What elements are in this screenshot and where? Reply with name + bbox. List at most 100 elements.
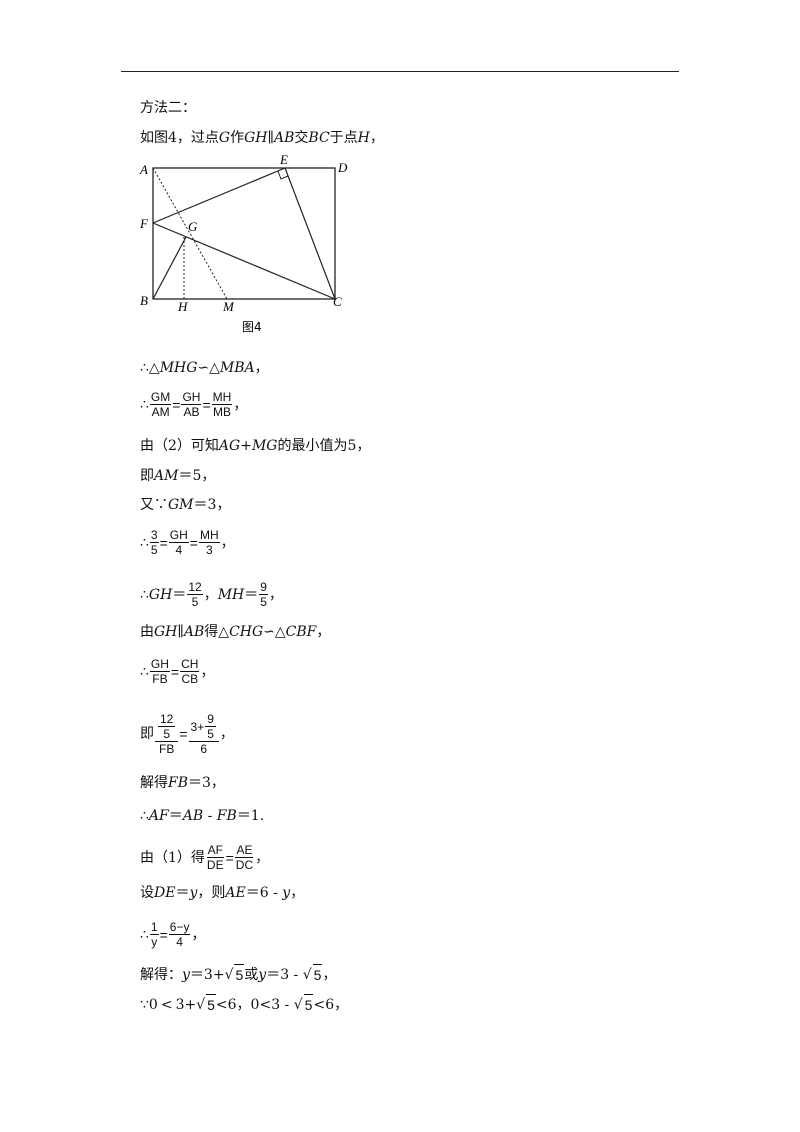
denominator: 4 (175, 543, 183, 557)
denominator: MB (212, 405, 231, 419)
variable: y (182, 966, 190, 983)
sqrt-symbol: √ (293, 996, 303, 1013)
expression: AG+MG (218, 438, 278, 454)
therefore: ∴ (140, 534, 149, 551)
text: ， (255, 849, 270, 866)
numerator: 12 (158, 712, 176, 727)
text: ∴△ (140, 360, 160, 376)
numerator: 9 (205, 712, 216, 727)
text: ∽△ (263, 624, 286, 640)
denominator: 4 (176, 935, 183, 949)
segment: FB (168, 775, 189, 791)
text: ， (316, 624, 331, 640)
text: <6， (313, 996, 349, 1013)
equals: ＝ (172, 586, 187, 603)
radicand: 5 (303, 994, 314, 1015)
text: ， (290, 885, 305, 901)
equals: = (172, 396, 181, 413)
radicand: 5 (206, 994, 216, 1015)
segment: GH (148, 586, 173, 603)
point-h: H (357, 130, 370, 146)
denominator: 5 (207, 727, 214, 741)
gm-line: 又∵GM＝3， (140, 495, 230, 515)
text: 设 (140, 885, 154, 901)
text: ＝3， (193, 497, 231, 513)
numerator: 6−y (168, 920, 191, 935)
segment-fc (152, 222, 336, 300)
equals: = (159, 534, 168, 551)
segment: AF (148, 808, 169, 824)
denominator: 5 (191, 595, 199, 609)
numerator: AF (206, 843, 224, 858)
denominator: FB (152, 672, 168, 686)
label-g: G (188, 219, 198, 234)
segment: FB (216, 808, 237, 824)
af-line: ∴AF＝AB - FB＝1. (140, 806, 264, 826)
segment: AE (225, 885, 246, 901)
label-d: D (337, 160, 348, 175)
triangle: MHG (159, 360, 198, 376)
text: ， (322, 966, 337, 983)
sqrt-symbol: √ (196, 996, 206, 1013)
label-b: B (140, 293, 148, 308)
text: 由（2）可知 (140, 438, 219, 454)
equals: = (179, 726, 188, 742)
segment-ab: AB (273, 130, 295, 146)
text: 或 (244, 966, 259, 983)
equals: = (159, 926, 168, 943)
header-rule (121, 71, 679, 72)
point-g: G (218, 130, 231, 146)
segment: AB (183, 624, 205, 640)
segment-bg (152, 236, 187, 300)
rectangle-abcd (152, 167, 336, 300)
label-h: H (177, 299, 188, 314)
equals: ＝ (168, 808, 183, 824)
variable: y (189, 885, 198, 901)
text: ＝3， (188, 775, 225, 791)
range-line: ∵0<3+√5<6，0<3 - √5<6， (140, 994, 348, 1015)
numerator: MH (211, 390, 233, 405)
denominator: CB (181, 672, 199, 686)
segment: GH (154, 624, 178, 640)
numerator: AE (235, 843, 254, 858)
segment-gh: GH (244, 130, 268, 146)
segment: AB (182, 808, 204, 824)
therefore: ∴ (140, 808, 149, 824)
numerator: 1 (149, 920, 159, 935)
text: 交 (294, 130, 309, 146)
label-a: A (139, 162, 148, 177)
therefore: ∴ (140, 586, 149, 603)
text: ＝6 - (245, 885, 283, 901)
figure-svg: A D E F G B H M C 图4 (139, 152, 348, 334)
equals: = (170, 663, 180, 680)
text: ＝1. (236, 808, 265, 824)
denominator: 5 (150, 543, 158, 557)
text: ∵0 (140, 996, 158, 1013)
text: 解得： (140, 966, 182, 983)
denominator: AB (183, 405, 200, 419)
numerator: 9 (259, 580, 268, 595)
text: ∽△ (197, 360, 220, 376)
similar-triangles-1: ∴△MHG∽△MBA， (140, 358, 269, 378)
segment: MH (217, 586, 245, 603)
triangle: CHG (229, 624, 264, 640)
text: ＝3 - (266, 966, 303, 983)
numerator: 3 (149, 528, 159, 543)
segment-bc: BC (308, 130, 330, 146)
equals: = (189, 534, 198, 551)
